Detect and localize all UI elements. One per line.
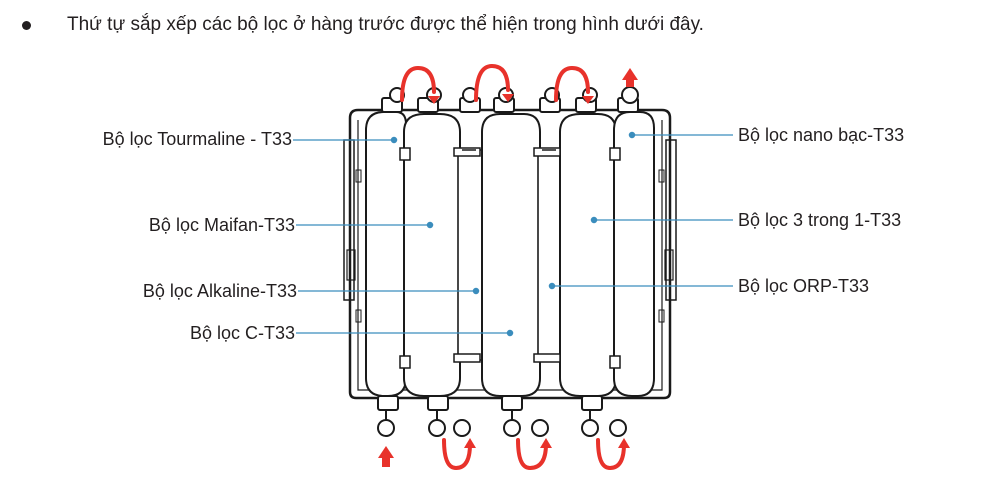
- pipe-fitting-icon: [503, 419, 521, 437]
- flow-arrowheads: [378, 68, 638, 467]
- label-c: Bộ lọc C-T33: [189, 323, 295, 343]
- cartridge-orp: [537, 149, 563, 361]
- leader-lines: [293, 131, 733, 337]
- heading-row: Thứ tự sắp xếp các bộ lọc ở hàng trước đ…: [22, 14, 704, 36]
- heading-text: Thứ tự sắp xếp các bộ lọc ở hàng trước đ…: [67, 14, 704, 35]
- pipe-fitting-icon: [377, 419, 395, 437]
- cartridge-c: [481, 113, 541, 397]
- red-flow-arrow-icon: [596, 438, 626, 471]
- cartridge-three-in-one: [559, 113, 617, 397]
- pipe-fitting-icon: [531, 419, 549, 437]
- cartridges: [365, 111, 655, 397]
- label-nano-bac: Bộ lọc nano bạc-T33: [738, 125, 905, 145]
- outlet-arrow-icon: [622, 68, 638, 80]
- label-three-in-one: Bộ lọc 3 trong 1-T33: [738, 210, 902, 230]
- flow-arrows: [400, 63, 626, 471]
- top-fittings: [381, 86, 639, 113]
- inlet-arrow-icon: [378, 446, 394, 458]
- label-orp: Bộ lọc ORP-T33: [738, 276, 870, 296]
- label-alkaline: Bộ lọc Alkaline-T33: [142, 281, 297, 301]
- cartridge-maifan: [403, 113, 461, 397]
- bottom-fittings: [377, 395, 627, 437]
- red-flow-arrow-icon: [516, 438, 548, 471]
- cartridge-clips: [399, 147, 621, 369]
- red-flow-arrow-icon: [554, 65, 590, 102]
- pipe-fitting-icon: [428, 419, 446, 437]
- label-tourmaline: Bộ lọc Tourmaline - T33: [102, 129, 292, 149]
- cartridge-alkaline: [457, 149, 485, 361]
- red-flow-arrow-icon: [400, 65, 436, 102]
- red-flow-arrow-icon: [442, 438, 472, 471]
- pipe-fitting-icon: [453, 419, 471, 437]
- pipe-fitting-icon: [581, 419, 599, 437]
- bullet-icon: [22, 20, 31, 30]
- pipe-fitting-icon: [621, 86, 639, 104]
- red-flow-arrow-icon: [474, 63, 510, 102]
- label-maifan: Bộ lọc Maifan-T33: [148, 215, 295, 235]
- pipe-fitting-icon: [609, 419, 627, 437]
